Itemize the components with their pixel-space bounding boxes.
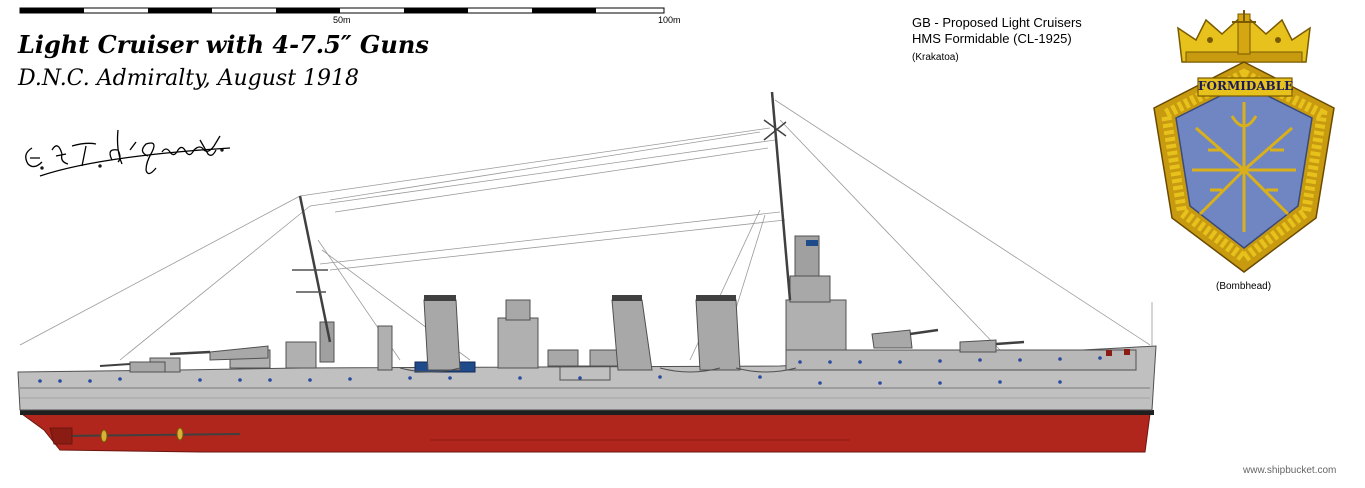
drawing-title: Light Cruiser with 4-7.5″ Guns: [18, 30, 429, 59]
crown-icon: [1177, 10, 1311, 63]
scale-label-50m: 50m: [333, 15, 351, 25]
info-line-1: GB - Proposed Light Cruisers: [912, 15, 1082, 30]
info-line-3: (Krakatoa): [912, 52, 959, 63]
credit-text: www.shipbucket.com: [1243, 465, 1337, 476]
info-line-2: HMS Formidable (CL-1925): [912, 31, 1072, 46]
scale-label-100m: 100m: [658, 15, 681, 25]
crest-name: FORMIDABLE: [1198, 79, 1294, 93]
crest-caption: (Bombhead): [1216, 281, 1272, 292]
drawing-subtitle: D.N.C. Admiralty, August 1918: [18, 66, 360, 91]
rigging: [19, 99, 1153, 361]
